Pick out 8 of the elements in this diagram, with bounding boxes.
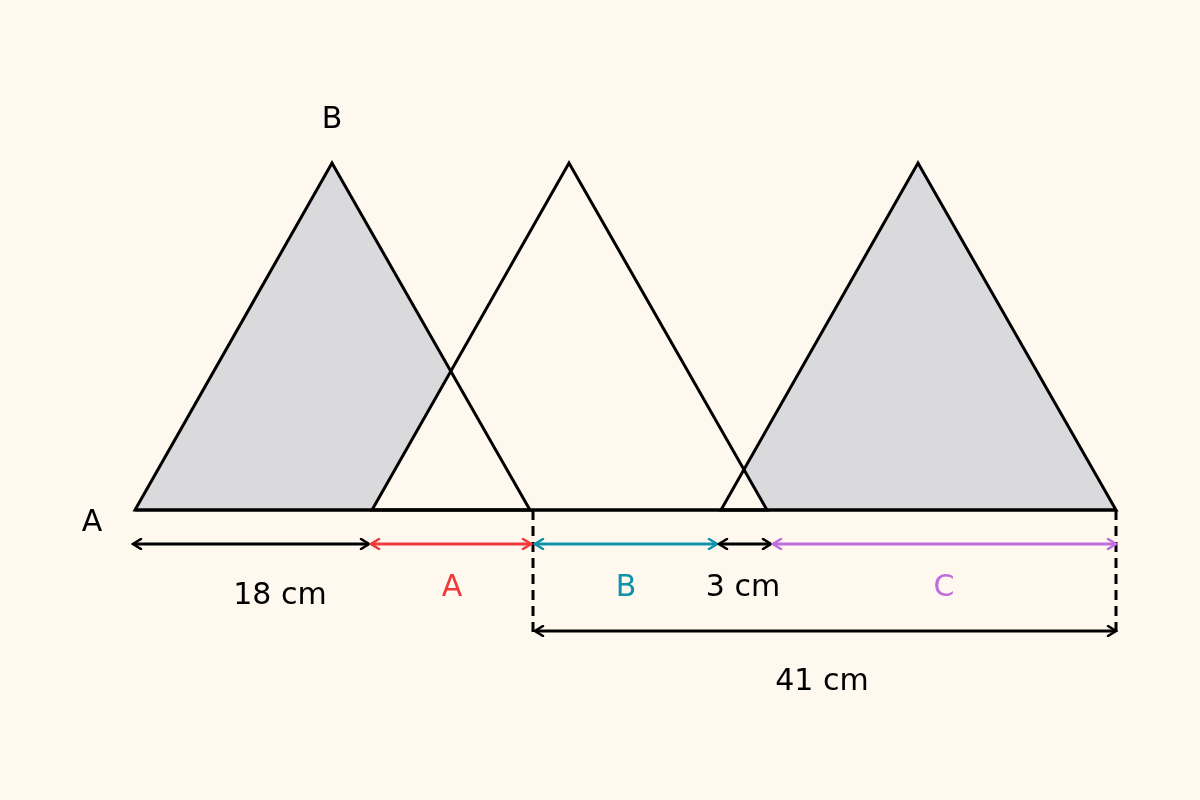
segment-label: B [615,571,637,601]
segment-label: C [933,571,955,601]
vertex-label: B [321,103,343,133]
segment-label: A [441,571,463,601]
dimension-label: 3 cm [705,571,781,601]
vertex-label: A [81,506,103,536]
dimension-label: 41 cm [775,665,869,695]
dimension-label: 18 cm [233,579,327,609]
